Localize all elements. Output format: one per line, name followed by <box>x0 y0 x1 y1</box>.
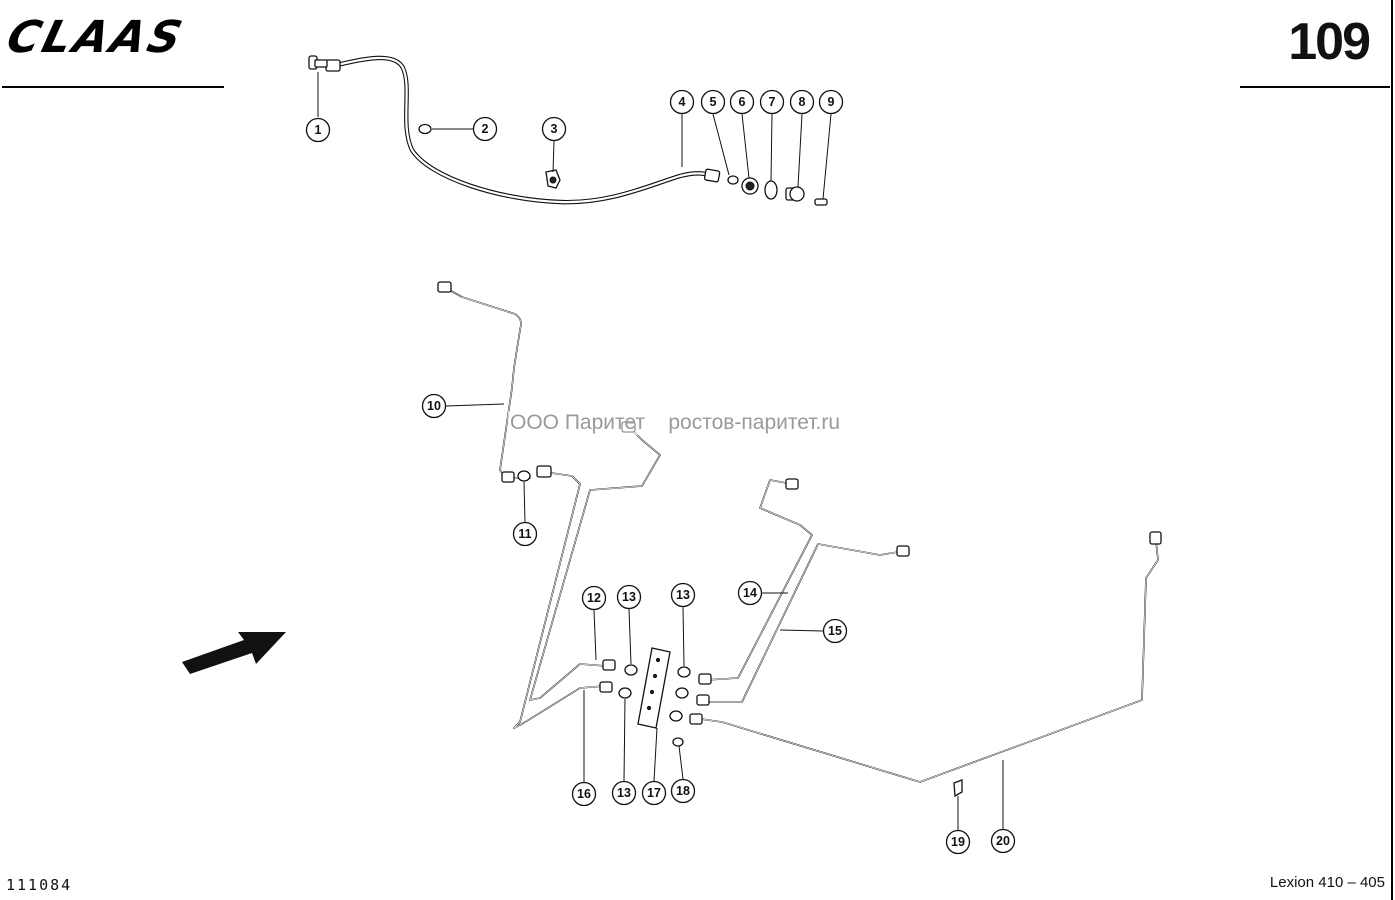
callout-20: 20 <box>990 760 1016 854</box>
model-label: Lexion 410 – 405 <box>1269 874 1385 891</box>
svg-text:3: 3 <box>551 122 558 136</box>
svg-text:7: 7 <box>769 95 776 109</box>
callout-13-c: 13 <box>611 698 637 806</box>
brake-pipe-10 <box>437 281 531 483</box>
svg-text:13: 13 <box>622 590 636 604</box>
header-rule-right <box>1240 86 1390 88</box>
svg-text:15: 15 <box>828 624 842 638</box>
callout-16: 16 <box>571 690 597 807</box>
drawing-number: 111084 <box>6 876 73 894</box>
callout-4: 4 <box>669 89 695 167</box>
callout-10: 10 <box>421 393 505 419</box>
callout-9: 9 <box>818 89 844 200</box>
callout-11: 11 <box>512 481 538 547</box>
svg-text:6: 6 <box>739 95 746 109</box>
svg-text:8: 8 <box>799 95 806 109</box>
callout-17: 17 <box>641 727 667 806</box>
svg-text:18: 18 <box>676 784 690 798</box>
callout-13-a: 13 <box>616 584 642 665</box>
header-rule-left <box>2 86 224 88</box>
callout-8: 8 <box>789 89 815 188</box>
fitting-parts-row <box>727 175 828 206</box>
svg-text:13: 13 <box>617 786 631 800</box>
banjo-bolts-13 <box>618 664 691 747</box>
svg-text:12: 12 <box>587 591 601 605</box>
pipe-clip-19 <box>953 779 963 798</box>
svg-text:13: 13 <box>676 588 690 602</box>
callout-7: 7 <box>759 89 785 182</box>
svg-text:14: 14 <box>743 586 757 600</box>
callout-14: 14 <box>737 580 788 606</box>
hose-clamp <box>545 169 561 189</box>
svg-text:5: 5 <box>710 95 717 109</box>
svg-text:17: 17 <box>647 786 661 800</box>
svg-text:9: 9 <box>828 95 835 109</box>
page-number: 109 <box>1288 13 1371 71</box>
svg-text:2: 2 <box>482 122 489 136</box>
brake-pipe-14 <box>698 478 813 685</box>
svg-text:16: 16 <box>577 787 591 801</box>
callout-1: 1 <box>305 72 331 143</box>
distributor-block-17 <box>637 647 671 729</box>
callout-19: 19 <box>945 796 971 855</box>
callout-12: 12 <box>581 585 607 661</box>
pipe-union-11 <box>517 470 531 482</box>
elbow-fitting <box>308 55 328 70</box>
svg-text:11: 11 <box>518 527 531 541</box>
callout-5: 5 <box>700 89 730 176</box>
brake-pipe-20 <box>689 531 1162 783</box>
callout-3: 3 <box>541 116 567 173</box>
svg-text:19: 19 <box>951 835 965 849</box>
callout-2: 2 <box>432 116 498 142</box>
watermark-text: ООО Паритет ростов-паритет.ru <box>508 411 843 435</box>
direction-arrow <box>182 632 286 674</box>
hydraulic-hose-assembly <box>325 55 721 205</box>
svg-text:1: 1 <box>315 123 322 137</box>
page-border-right <box>1391 0 1393 900</box>
callout-15: 15 <box>779 618 848 644</box>
callout-13-b: 13 <box>670 582 696 667</box>
svg-text:10: 10 <box>427 399 441 413</box>
pipe-loop-left <box>513 421 661 729</box>
callout-18: 18 <box>670 745 696 804</box>
svg-text:4: 4 <box>679 95 686 109</box>
nut-part <box>418 123 432 135</box>
svg-text:20: 20 <box>996 834 1010 848</box>
brake-pipe-15 <box>696 543 910 706</box>
callout-6: 6 <box>729 89 755 179</box>
